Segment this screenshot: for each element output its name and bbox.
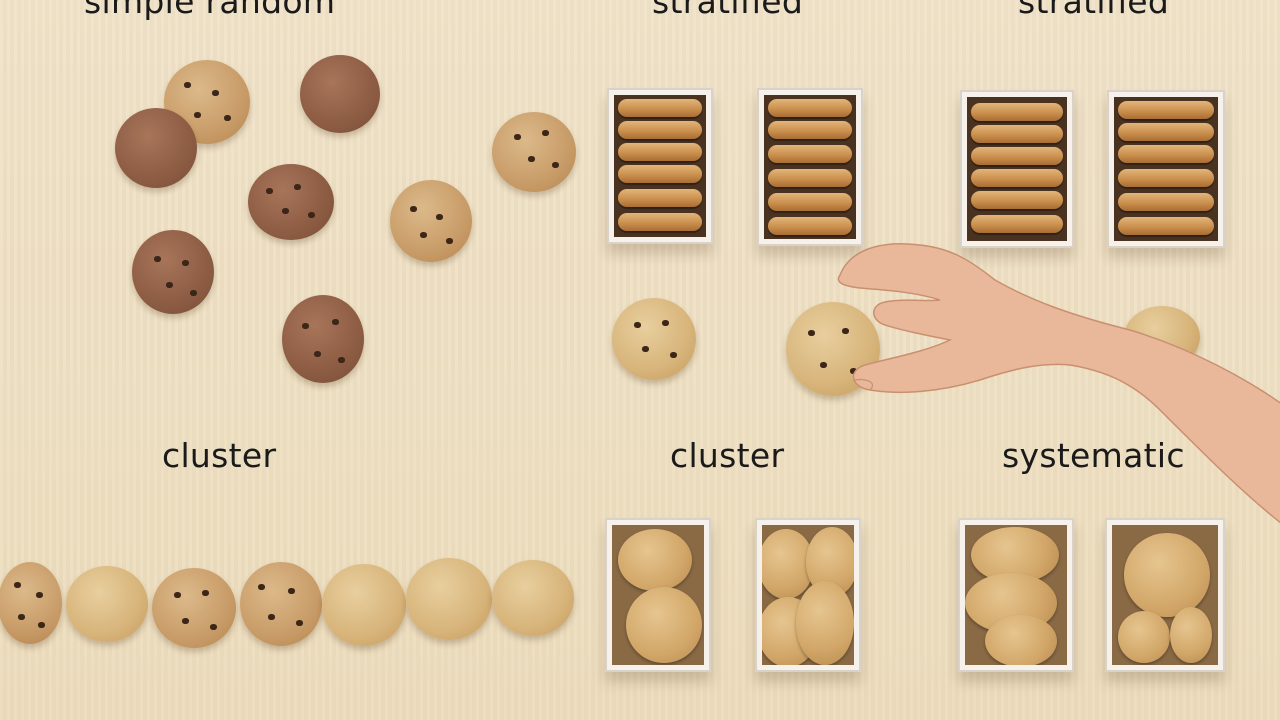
cookie-box-icon xyxy=(755,518,861,672)
cookie-icon xyxy=(132,230,214,314)
cookie-icon xyxy=(115,108,197,188)
cookie-icon xyxy=(492,560,574,636)
label-cluster-1: cluster xyxy=(162,436,277,475)
label-systematic: systematic xyxy=(1002,436,1185,475)
cookie-icon xyxy=(406,558,492,640)
label-stratified-1: stratified xyxy=(652,0,804,21)
hand-icon xyxy=(837,243,1280,524)
cookie-icon xyxy=(300,55,380,133)
cookie-icon xyxy=(322,564,406,646)
cookie-box-icon xyxy=(605,518,711,672)
cookie-icon xyxy=(248,164,334,240)
cookie-icon xyxy=(240,562,322,646)
cookie-box-icon xyxy=(958,518,1074,672)
cookie-icon xyxy=(66,566,148,642)
cookie-icon xyxy=(612,298,696,380)
cookie-box-icon xyxy=(960,90,1074,248)
label-simple-random: simple random xyxy=(84,0,336,21)
label-cluster-2: cluster xyxy=(670,436,785,475)
cookie-icon xyxy=(152,568,236,648)
label-stratified-2: stratified xyxy=(1018,0,1170,21)
cookie-box-icon xyxy=(607,88,713,244)
cookie-box-icon xyxy=(1107,90,1225,248)
cookie-icon xyxy=(390,180,472,262)
cookie-icon xyxy=(282,295,364,383)
cookie-icon xyxy=(0,562,62,644)
cookie-icon xyxy=(492,112,576,192)
cookie-box-icon xyxy=(757,88,863,246)
cookie-box-icon xyxy=(1105,518,1225,672)
